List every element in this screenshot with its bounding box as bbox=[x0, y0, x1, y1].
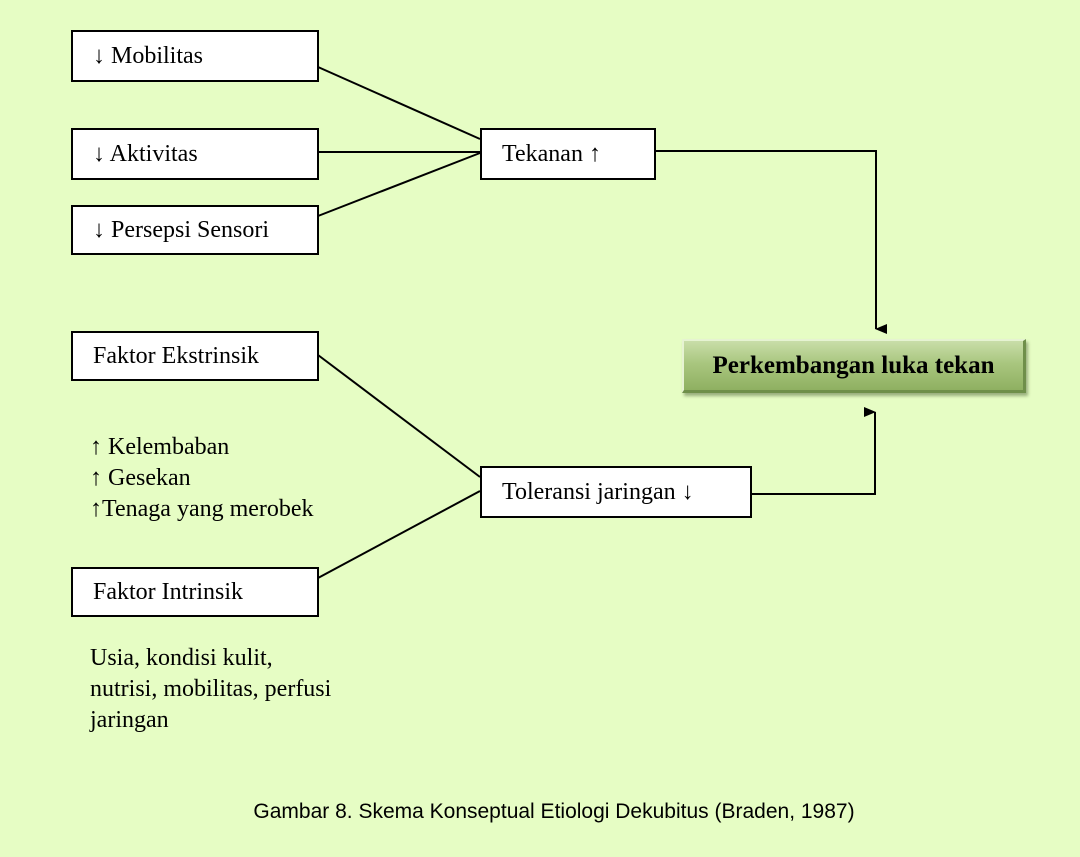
extrinsic-factors-list: ↑ Kelembaban ↑ Gesekan ↑Tenaga yang mero… bbox=[90, 432, 314, 525]
box-persepsi-sensori: ↓ Persepsi Sensori bbox=[71, 205, 319, 255]
box-mobilitas-label: ↓ Mobilitas bbox=[93, 42, 204, 69]
result-label: Perkembangan luka tekan bbox=[712, 351, 995, 379]
box-faktor-intrinsik: Faktor Intrinsik bbox=[71, 567, 319, 617]
box-tekanan: Tekanan ↑ bbox=[480, 128, 656, 180]
extrinsic-factor-gesekan: ↑ Gesekan bbox=[90, 465, 191, 491]
arrow-toleransi-to-result bbox=[751, 407, 876, 495]
line-ekstrinsik-to-toleransi bbox=[317, 354, 481, 478]
box-aktivitas-label: ↓ Aktivitas bbox=[93, 140, 198, 167]
box-aktivitas: ↓ Aktivitas bbox=[71, 128, 319, 180]
box-perkembangan-luka-tekan: Perkembangan luka tekan bbox=[682, 339, 1026, 393]
line-mobilitas-to-tekanan bbox=[317, 66, 481, 140]
intrinsic-factor-line-3: jaringan bbox=[90, 707, 169, 733]
arrow-tekanan-to-result bbox=[655, 150, 887, 334]
box-faktor-ekstrinsik-label: Faktor Ekstrinsik bbox=[93, 342, 259, 369]
intrinsic-factors-list: Usia, kondisi kulit, nutrisi, mobilitas,… bbox=[90, 643, 331, 736]
box-toleransi-jaringan-label: Toleransi jaringan ↓ bbox=[502, 478, 694, 505]
box-mobilitas: ↓ Mobilitas bbox=[71, 30, 319, 82]
intrinsic-factor-line-2: nutrisi, mobilitas, perfusi bbox=[90, 676, 332, 702]
extrinsic-factor-tenaga: ↑Tenaga yang merobek bbox=[90, 496, 314, 522]
intrinsic-factor-line-1: Usia, kondisi kulit, bbox=[90, 645, 273, 671]
box-toleransi-jaringan: Toleransi jaringan ↓ bbox=[480, 466, 752, 518]
figure-caption: Gambar 8. Skema Konseptual Etiologi Deku… bbox=[253, 800, 855, 823]
line-intrinsik-to-toleransi bbox=[317, 490, 481, 579]
box-faktor-ekstrinsik: Faktor Ekstrinsik bbox=[71, 331, 319, 381]
box-faktor-intrinsik-label: Faktor Intrinsik bbox=[93, 578, 243, 605]
line-persepsi-to-tekanan bbox=[317, 152, 481, 217]
box-persepsi-sensori-label: ↓ Persepsi Sensori bbox=[93, 216, 269, 243]
box-tekanan-label: Tekanan ↑ bbox=[502, 140, 601, 167]
extrinsic-factor-kelembaban: ↑ Kelembaban bbox=[90, 434, 230, 460]
